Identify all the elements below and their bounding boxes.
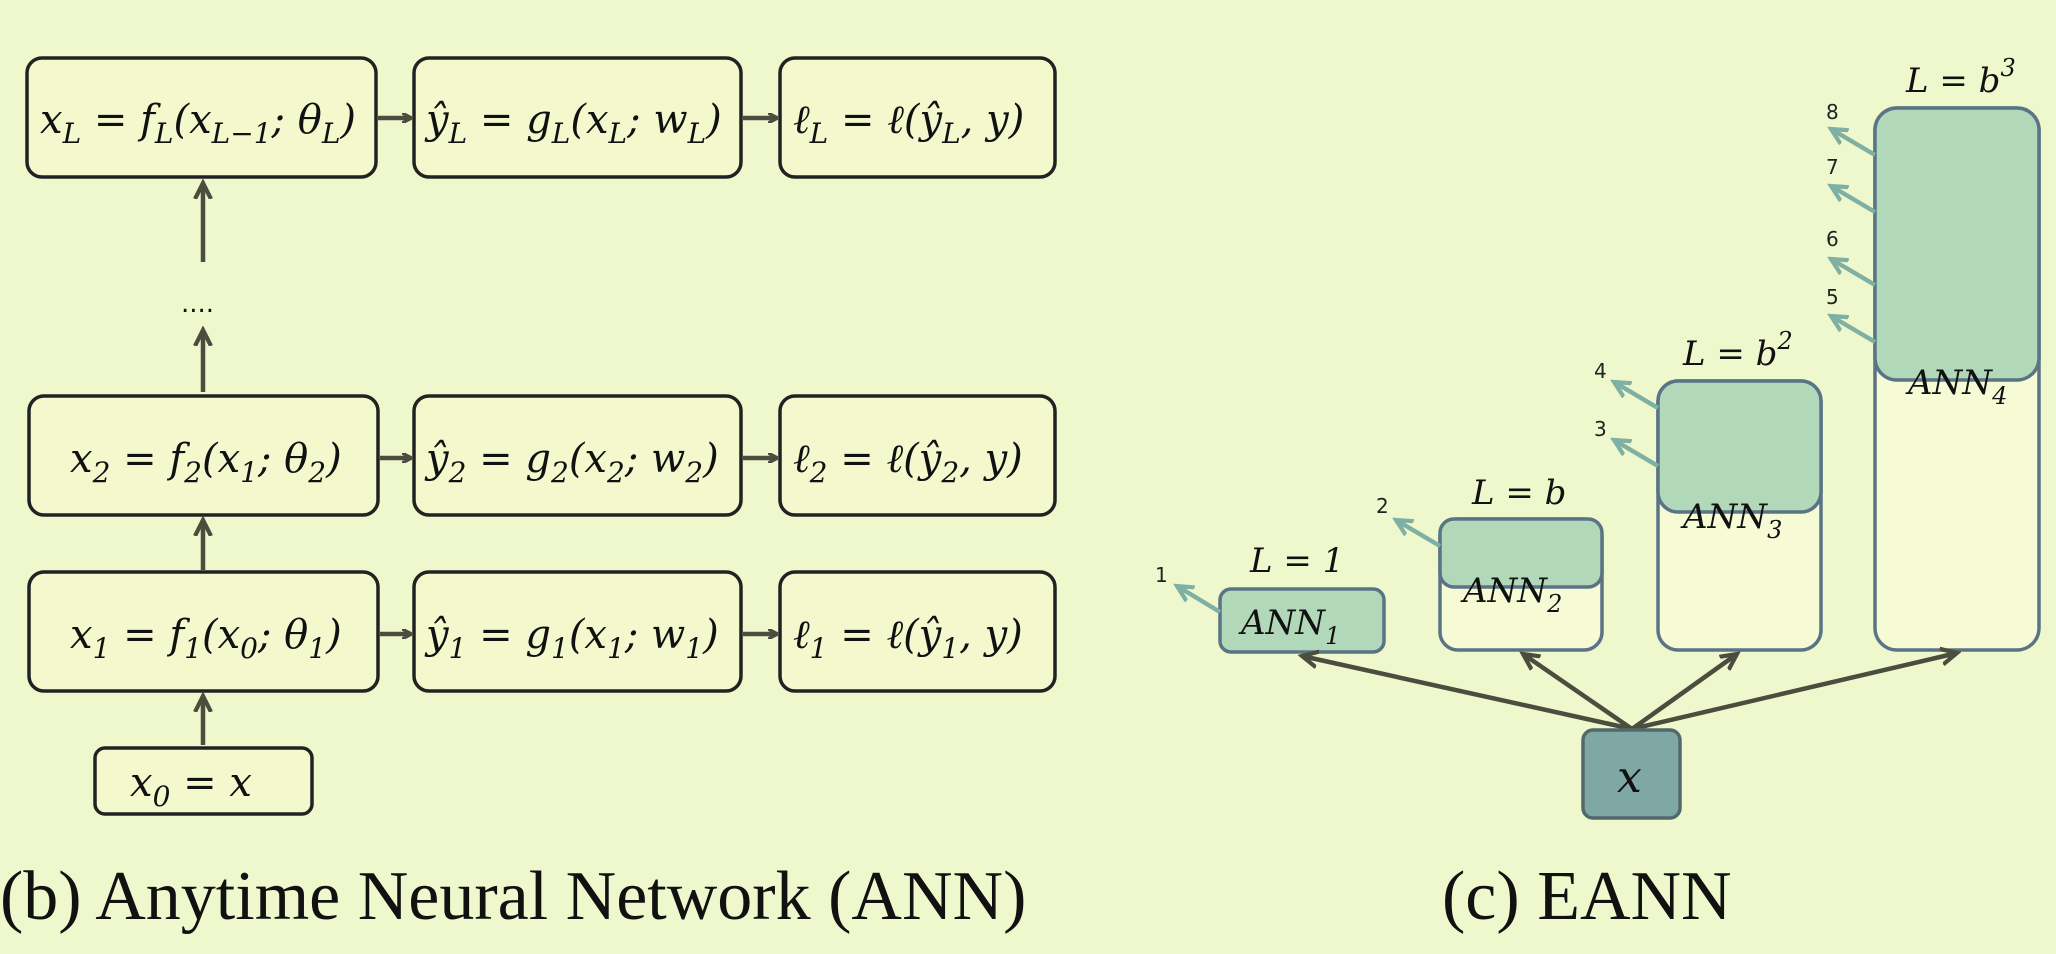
ann-3: ANN3 L = b2 3 4 [1594,327,1823,652]
loss-box-row-1 [778,570,1057,693]
eann-input-box [1581,728,1682,820]
row-l: xL = fL(xL−1; θL) ŷL = gL(xL; wL) ℓL = ℓ… [25,56,1057,179]
ann-4: ANN4 L = b3 5 6 7 8 [1826,54,2041,652]
exit-label-1: 1 [1155,563,1168,587]
row-1: x1 = f1(x0; θ1) ŷ1 = g1(x1; w1) ℓ1 = ℓ(ŷ… [27,570,1057,693]
f-equation-row-l: xL = fL(xL−1; θL) [40,97,356,150]
exit-arrow-5 [1831,316,1877,344]
f-box-row-1 [27,570,380,693]
row-2: x2 = f2(x1; θ2) ŷ2 = g2(x2; w2) ℓ2 = ℓ(ŷ… [27,394,1057,517]
ann-2-active-region [1438,517,1604,589]
ann-2-depth-label: L = b [1471,473,1566,513]
exit-arrow-1 [1177,586,1222,614]
f-equation-row-1: x1 = f1(x0; θ1) [70,612,342,665]
ann-4-active-region [1873,106,2041,382]
g-equation-row-1: ŷ1 = g1(x1; w1) [424,612,719,665]
exit-label-4: 4 [1594,359,1607,383]
ann-3-label: ANN3 [1680,497,1782,544]
g-box-row-1 [412,570,743,693]
f-equation-row-2: x2 = f2(x1; θ2) [70,436,342,489]
input-equation: x0 = x [130,760,252,813]
ann-4-depth-label: L = b3 [1905,54,2016,101]
exit-arrow-7 [1831,186,1877,214]
ann-1: ANN1 L = 1 1 [1155,541,1386,654]
ann-3-depth-label: L = b2 [1682,327,1793,374]
loss-equation-row-l: ℓL = ℓ(ŷL, y) [793,97,1024,150]
ann-2: ANN2 L = b 2 [1376,473,1604,652]
g-equation-row-2: ŷ2 = g2(x2; w2) [424,436,719,489]
ann-1-depth-label: L = 1 [1249,541,1344,581]
eann-input-label: x [1617,752,1642,803]
arrow-input-to-ann-3 [1630,654,1737,731]
f-box-row-l [25,56,378,179]
ann-4-label: ANN4 [1905,363,2007,410]
g-equation-row-l: ŷL = gL(xL; wL) [424,97,722,150]
exit-label-7: 7 [1826,155,1839,179]
loss-equation-row-1: ℓ1 = ℓ(ŷ1, y) [793,612,1023,665]
exit-arrow-4 [1614,382,1660,410]
f-box-row-2 [27,394,380,517]
loss-box-row-2 [778,394,1057,517]
ann-2-label: ANN2 [1460,571,1562,618]
caption-b: (b) Anytime Neural Network (ANN) [0,858,1026,935]
exit-label-2: 2 [1376,494,1389,518]
exit-label-6: 6 [1826,227,1839,251]
arrow-input-to-ann-2 [1523,654,1634,731]
exit-arrow-8 [1831,129,1877,157]
panel-b-anytime-network: xL = fL(xL−1; θL) ŷL = gL(xL; wL) ℓL = ℓ… [0,56,1057,935]
caption-c: (c) EANN [1442,858,1732,935]
arrow-input-to-ann-1 [1302,656,1633,732]
g-box-row-l [412,56,743,179]
exit-label-8: 8 [1826,100,1839,124]
exit-arrow-3 [1614,440,1660,468]
exit-label-5: 5 [1826,285,1839,309]
ellipsis: .... [181,289,214,319]
loss-equation-row-2: ℓ2 = ℓ(ŷ2, y) [793,436,1023,489]
arrow-input-to-ann-4 [1631,653,1957,732]
exit-arrow-6 [1831,259,1877,287]
panel-c-eann: ANN1 L = 1 1 ANN2 L = b 2 ANN3 L = b [1155,54,2041,935]
ann-1-label: ANN1 [1238,603,1340,650]
exit-arrow-2 [1396,520,1442,548]
exit-label-3: 3 [1594,417,1607,441]
input-box [93,746,314,816]
loss-box-row-l [778,56,1057,179]
g-box-row-2 [412,394,743,517]
ann-3-active-region [1656,379,1823,514]
